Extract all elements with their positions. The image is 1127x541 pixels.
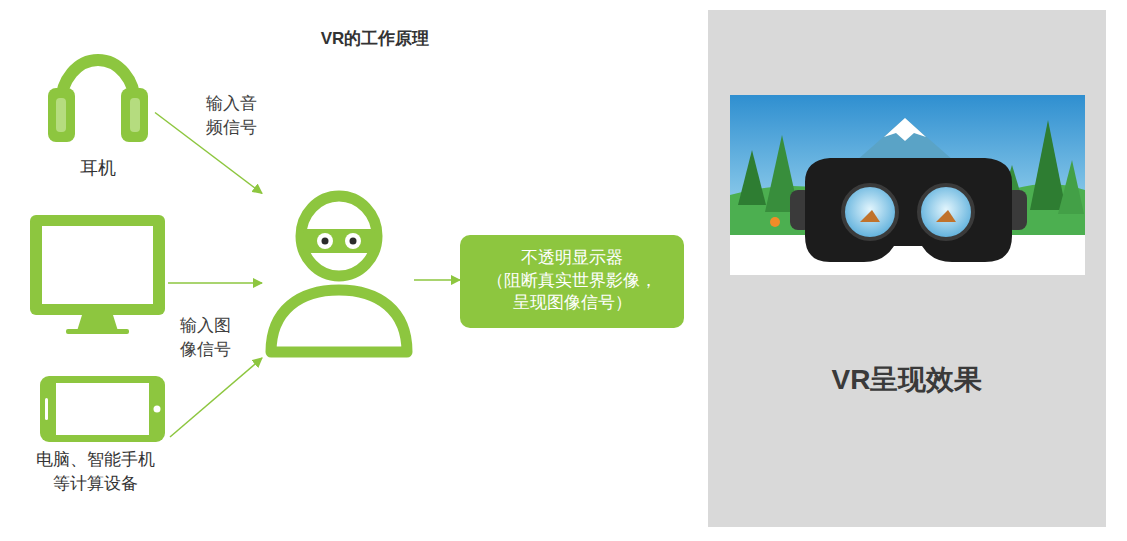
headphone-cup-inner [56,98,66,132]
lens-scene-figure [860,210,880,222]
scene-tree [1030,120,1066,210]
scene-tree [1058,160,1084,214]
scene-snow [884,118,926,141]
headphone-cup-inner [130,98,140,132]
signal-arrow [170,358,262,437]
headphone-device: 耳机 [40,30,155,180]
phone-speaker [45,398,48,420]
panel-ground [708,10,1106,527]
node-text: 耳机 [80,157,116,180]
person-pupil [322,238,329,245]
scene-tree [738,150,766,205]
scene-fire [770,217,780,227]
headset-lens [843,185,897,239]
person-mask [303,229,375,253]
monitor-frame [30,215,165,315]
phone-device: 电脑、智能手机 等计算设备 [20,372,170,497]
node-text: 不透明显示器 （阻断真实世界影像， 呈现图像信号） [470,247,674,316]
phone-screen [56,383,149,435]
monitor-base [66,329,129,334]
person-body [271,290,407,352]
headset-lens [919,185,973,239]
phone-button [154,406,161,413]
headphone-cup [121,88,148,142]
phone-body [40,376,165,442]
monitor-screen [42,226,153,304]
signal-arrow [168,282,262,284]
effect-panel: VR呈现效果 [708,10,1106,527]
user-figure [262,190,414,358]
person-pupil [350,238,357,245]
person-eye [345,233,361,249]
headphone-cup [48,88,75,142]
display-box: 不透明显示器 （阻断真实世界影像， 呈现图像信号） [460,235,684,328]
node-text: 电脑、智能手机 等计算设备 [20,448,170,497]
node-text: VR呈现效果 [832,362,983,398]
edge-label: 输入音 频信号 [206,92,268,140]
monitor-stand [77,315,118,331]
signal-arrow [414,279,460,281]
diagram-title: VR的工作原理 [290,27,460,50]
person-eye [317,233,333,249]
person-head [301,196,377,276]
monitor-device [30,212,168,334]
headset-body [805,158,1012,262]
edge-label: 输入图 像信号 [180,314,242,362]
lens-scene-figure [936,210,956,222]
